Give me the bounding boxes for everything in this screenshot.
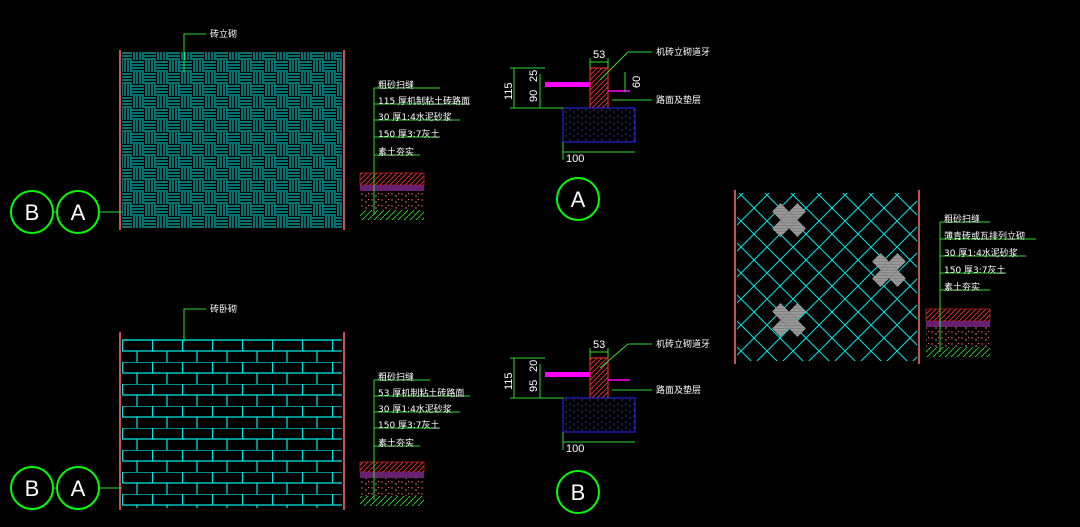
tile-cluster-1 [772, 203, 806, 237]
dim-left-a: 95 [528, 380, 540, 392]
dimension-lines [510, 58, 635, 160]
section-marker-a[interactable] [56, 190, 100, 234]
layer-leader-ticks [374, 87, 470, 156]
dim-left-b: 25 [528, 70, 540, 82]
right-plan-elevation: 粗砂扫缝 薄青砖或瓦排列立砌 30 厚1:4水泥砂浆 150 厚3:7灰土 素土… [734, 190, 1036, 364]
section-b-marker [556, 470, 600, 514]
callout-leader-top [599, 343, 652, 369]
dim-right: 60 [631, 76, 643, 88]
section-marker-a-label: A [71, 200, 86, 225]
layer-label-5: 素土夯实 [944, 281, 980, 293]
section-marker-b[interactable] [10, 190, 54, 234]
layer-label-3: 30 厚1:4水泥砂浆 [944, 247, 1018, 259]
callout-label-top: 机砖立砌道牙 [656, 46, 710, 58]
layer-label-4: 150 厚3:7灰土 [378, 419, 440, 431]
title-leader [183, 33, 206, 72]
dim-left-outer: 115 [503, 82, 515, 100]
tile-cluster-3 [772, 303, 806, 337]
lower-left-title: 砖卧砌 [210, 303, 237, 315]
layer-label-2: 53 厚机制粘土砖路面 [378, 387, 464, 399]
section-marker-a-label: A [71, 476, 86, 501]
dimension-lines [510, 348, 635, 450]
callout-label-top: 机砖立砌道牙 [656, 338, 710, 350]
dim-left-outer: 115 [503, 372, 515, 390]
layer-label-4: 150 厚3:7灰土 [944, 264, 1006, 276]
section-marker-b[interactable] [10, 466, 54, 510]
layer-strata-block [925, 308, 991, 357]
layer-label-5: 素土夯实 [378, 437, 414, 449]
layer-label-3: 30 厚1:4水泥砂浆 [378, 403, 452, 415]
base-layer [562, 397, 636, 433]
section-marker-b-label: B [25, 200, 40, 225]
layer-label-1: 粗砂扫缝 [378, 371, 414, 383]
callout-leader-top [599, 51, 652, 81]
section-b-detail: 53 115 95 20 100 机砖立砌道牙 路面及垫层 B [503, 338, 710, 514]
section-a-marker [556, 177, 600, 221]
layer-leader-ticks [940, 221, 1036, 291]
dim-top: 53 [593, 339, 605, 351]
layer-label-5: 素土夯实 [378, 146, 414, 158]
layer-label-3: 30 厚1:4水泥砂浆 [378, 111, 452, 123]
layer-label-4: 150 厚3:7灰土 [378, 128, 440, 140]
lower-left-elevation: 砖卧砌 粗砂扫缝 53 厚机制粘土砖路面 30 厚1:4水泥砂浆 150 厚3:… [10, 303, 470, 510]
layer-label-2: 薄青砖或瓦排列立砌 [944, 230, 1025, 242]
running-bond-brick-pattern [122, 340, 342, 508]
base-layer [562, 107, 636, 143]
section-a-detail: 53 115 90 25 60 100 机砖立砌道牙 路面及垫层 A [503, 46, 710, 221]
herringbone-brick-pattern [122, 52, 342, 228]
layer-strata-block [359, 461, 425, 506]
dim-top: 53 [593, 49, 605, 61]
dim-left-b: 20 [528, 360, 540, 372]
pavement-layer [545, 82, 590, 87]
callout-label-bottom: 路面及垫层 [656, 384, 701, 396]
layer-label-2: 115 厚机制粘土砖路面 [378, 95, 470, 107]
pavement-layer [545, 372, 590, 377]
upper-left-title: 砖立砌 [210, 28, 237, 40]
section-marker-b-label: B [25, 476, 40, 501]
section-b-marker-label: B [571, 480, 586, 505]
title-leader [183, 308, 206, 342]
layer-label-1: 粗砂扫缝 [378, 79, 414, 91]
layer-leader-ticks [374, 379, 470, 447]
dim-left-a: 90 [528, 90, 540, 102]
callout-label-bottom: 路面及垫层 [656, 94, 701, 106]
upper-left-elevation: 砖立砌 粗砂扫缝 115 厚机制粘土砖路面 30 厚1:4水泥砂浆 150 厚3… [10, 28, 470, 234]
layer-label-1: 粗砂扫缝 [944, 213, 980, 225]
dim-bottom: 100 [566, 443, 584, 455]
section-marker-a[interactable] [56, 466, 100, 510]
layer-strata-block [359, 172, 425, 220]
dim-bottom: 100 [566, 153, 584, 165]
section-a-marker-label: A [571, 187, 586, 212]
